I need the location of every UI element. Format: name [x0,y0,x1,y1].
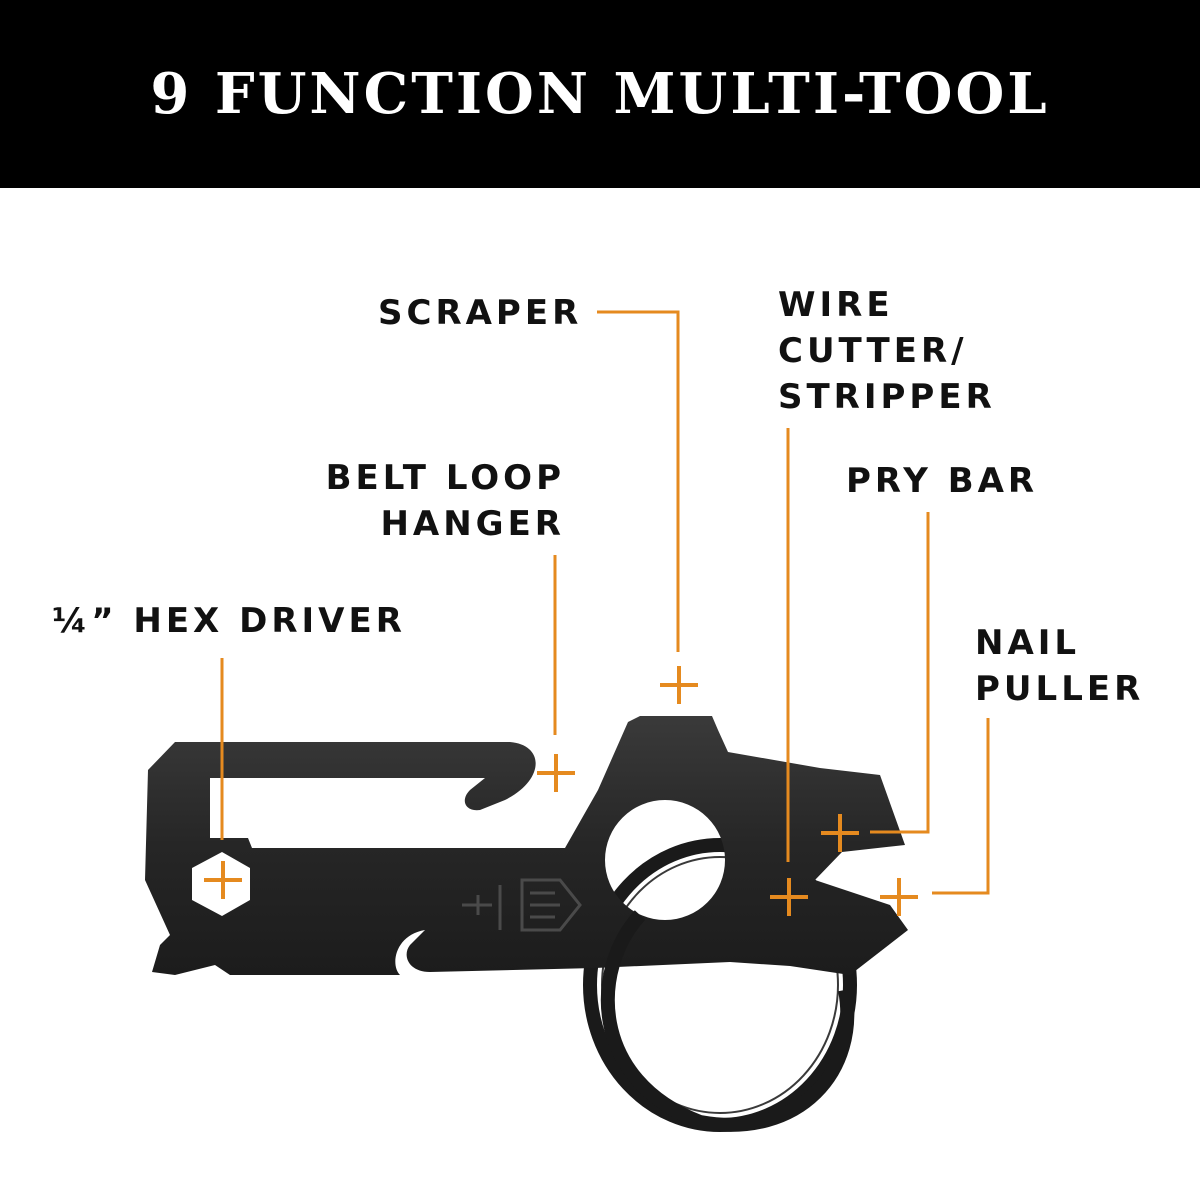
tool-body [145,716,908,975]
callout-hex-driver: ¼” HEX DRIVER [52,598,406,644]
callout-line: WIRE [778,285,894,325]
plus-marker-icon [537,754,575,792]
leader-pry-bar [870,512,930,834]
page-title: 9 FUNCTION MULTI-TOOL [150,61,1050,127]
callout-line: PRY BAR [846,461,1039,501]
key-ring-front [600,910,855,1132]
callout-nail-puller: NAIL PULLER [975,620,1144,712]
callout-scraper: SCRAPER [378,290,582,336]
leader-scraper [597,310,680,652]
callout-line: BELT LOOP [325,458,565,498]
plus-marker-icon [880,878,918,916]
callout-line: CUTTER/ [778,331,968,371]
title-banner: 9 FUNCTION MULTI-TOOL [0,0,1200,188]
callout-pry-bar: PRY BAR [846,458,1038,504]
callout-line: PULLER [975,669,1145,709]
callout-line: HANGER [380,504,565,544]
gerber-logo-icon [462,878,582,932]
leader-nail-puller [932,718,990,895]
callout-line: NAIL [975,623,1081,663]
plus-marker-icon [660,666,698,704]
callout-leaders [220,310,990,895]
plus-marker-icon [204,861,242,899]
callout-line: STRIPPER [778,377,996,417]
plus-marker-icon [770,878,808,916]
plus-marker-icon [821,814,859,852]
callout-belt-loop-hanger: BELT LOOP HANGER [320,455,565,547]
callout-line: SCRAPER [378,293,583,333]
callout-line: ¼” HEX DRIVER [52,601,406,641]
callout-wire-cutter-stripper: WIRE CUTTER/ STRIPPER [778,282,996,420]
